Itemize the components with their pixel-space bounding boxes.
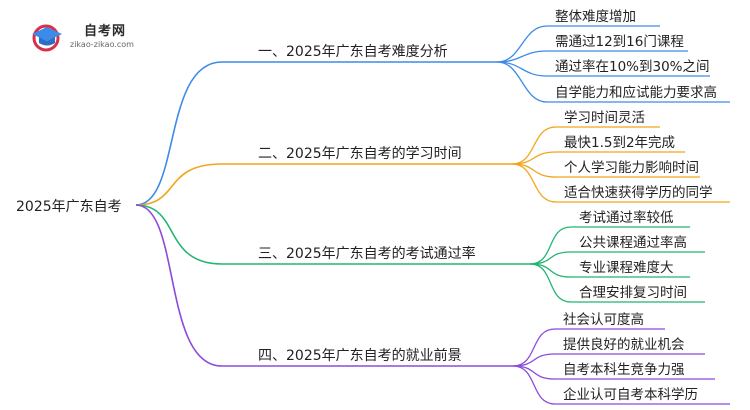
leaf-link [529,251,572,265]
branch-link-4 [135,204,223,367]
leaf-link [512,328,556,367]
logo-name: 自考网 [84,24,127,39]
leaf-link [496,25,548,63]
leaf-label: 企业认可自考本科学历 [563,386,698,403]
leaf-label: 通过率在10%到30%之间 [555,58,710,75]
leaf-label: 自学能力和应试能力要求高 [555,84,717,101]
leaf-label: 学习时间灵活 [564,110,645,126]
graduation-cap-icon [32,24,62,52]
leaf-link [511,126,557,165]
leaf-label: 提供良好的就业机会 [563,337,685,353]
leaf-link [529,263,572,278]
leaf-link [512,365,556,405]
leaf-label: 个人学习能力影响时间 [564,160,699,176]
leaf-label: 考试通过率较低 [579,209,674,226]
leaf-label: 公共课程通过率高 [579,234,687,251]
branch-link-1 [135,61,223,206]
branch-label-2: 二、2025年广东自考的学习时间 [258,146,462,162]
leaf-label: 适合快速获得学历的同学 [564,184,713,201]
branch-label-3: 三、2025年广东自考的考试通过率 [258,245,476,262]
mind-map-nodes: 一、2025年广东自考难度分析 整体难度增加需通过12到16门课程通过率在10%到… [258,9,717,403]
leaf-label: 需通过12到16门课程 [555,34,684,50]
leaf-label: 自考本科生竞争力强 [563,361,685,378]
leaf-link [512,353,556,367]
leaf-label: 合理安排复习时间 [579,284,687,301]
leaf-label: 整体难度增加 [555,9,636,25]
branch-label-1: 一、2025年广东自考难度分析 [258,44,448,60]
mind-map-links [135,25,730,405]
site-logo[interactable]: 自考网 zikao-zikao.com [30,18,140,58]
leaf-link [511,163,557,203]
leaf-label: 最快1.5到2年完成 [564,135,675,151]
leaf-label: 社会认可度高 [563,311,644,328]
leaf-link [512,365,556,380]
branch-label-4: 四、2025年广东自考的就业前景 [258,347,462,364]
leaf-link [529,226,572,265]
leaf-link [529,263,572,303]
leaf-link [511,163,557,178]
logo-url: zikao-zikao.com [70,40,134,49]
branch-link-3 [135,204,223,265]
root-node-label: 2025年广东自考 [16,199,122,215]
leaf-link [511,151,557,165]
branch-link-2 [135,163,223,206]
leaf-link [496,61,548,103]
leaf-label: 专业课程难度大 [579,260,674,276]
